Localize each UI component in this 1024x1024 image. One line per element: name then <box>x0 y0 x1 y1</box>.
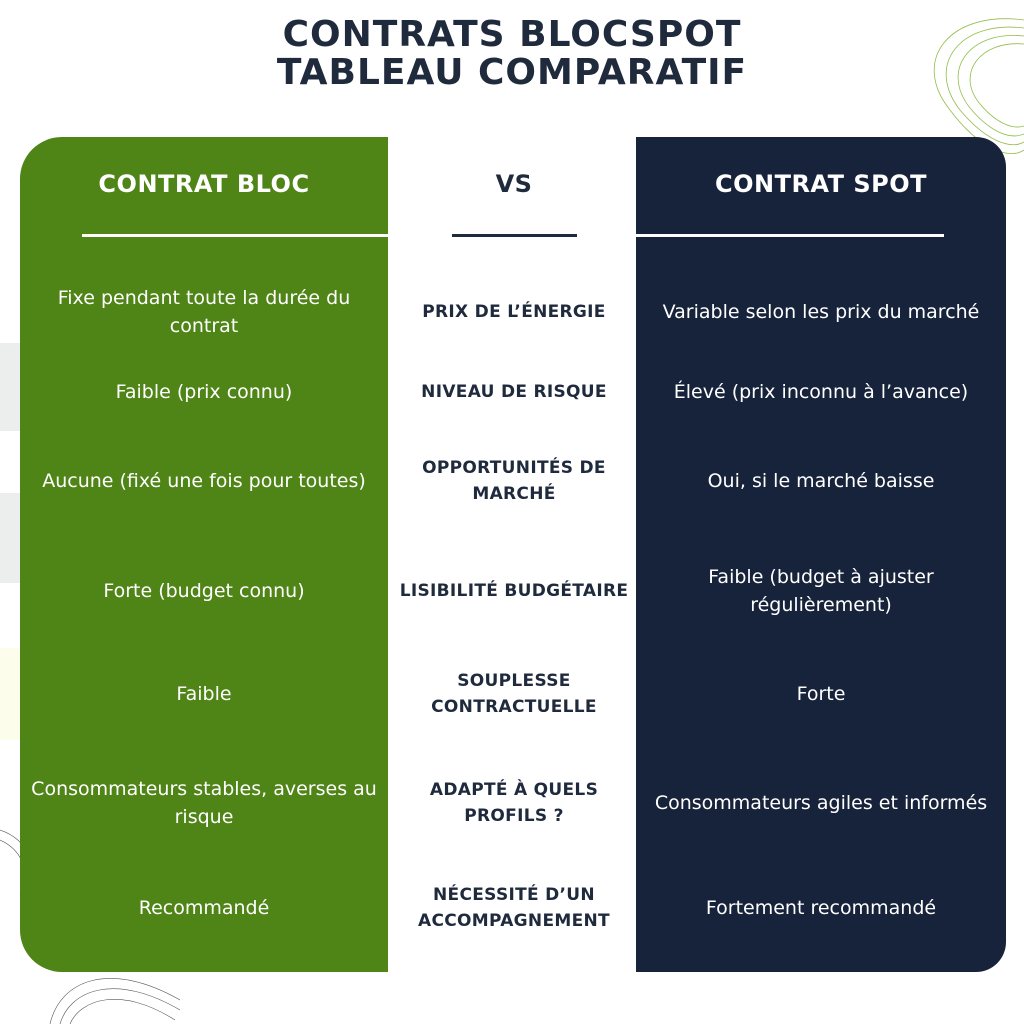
spot-value: Oui, si le marché baisse <box>707 470 935 492</box>
spot-value: Consommateurs agiles et informés <box>654 792 988 814</box>
criterion-label: ADAPTÉ À QUELS PROFILS ? <box>429 780 599 826</box>
bloc-value: Faible <box>176 683 232 705</box>
criterion-label: NÉCESSITÉ D’UN ACCOMPAGNEMENT <box>418 885 610 931</box>
bloc-value: Aucune (fixé une fois pour toutes) <box>42 470 366 492</box>
spot-value: Faible (budget à ajuster régulièrement) <box>708 566 934 616</box>
divider <box>452 234 577 237</box>
bloc-value: Consommateurs stables, averses au risque <box>31 778 377 828</box>
title-line-2: TABLEAU COMPARATIF <box>276 52 748 93</box>
divider <box>636 234 944 237</box>
title-line-1: CONTRATS BLOCSPOT <box>282 14 742 55</box>
bloc-value: Fixe pendant toute la durée du contrat <box>57 287 351 337</box>
page-title: CONTRATS BLOCSPOT TABLEAU COMPARATIF <box>0 16 1024 92</box>
divider <box>82 234 388 237</box>
criterion-label: PRIX DE L’ÉNERGIE <box>422 302 606 322</box>
bloc-column-panel <box>20 137 388 972</box>
criterion-label: SOUPLESSE CONTRACTUELLE <box>431 671 597 717</box>
criterion-label: LISIBILITÉ BUDGÉTAIRE <box>399 581 629 601</box>
spot-value: Élevé (prix inconnu à l’avance) <box>673 381 969 403</box>
bloc-value: Forte (budget connu) <box>103 580 305 602</box>
spot-column-panel <box>636 137 1006 972</box>
criterion-label: NIVEAU DE RISQUE <box>421 382 607 402</box>
criterion-label: OPPORTUNITÉS DE MARCHÉ <box>422 458 606 504</box>
bloc-value: Recommandé <box>138 897 270 919</box>
spot-value: Variable selon les prix du marché <box>662 301 980 323</box>
spot-value: Fortement recommandé <box>705 897 937 919</box>
spot-value: Forte <box>796 683 846 705</box>
header-vs: VS <box>495 170 533 198</box>
header-contrat-bloc: CONTRAT BLOC <box>98 170 310 198</box>
header-contrat-spot: CONTRAT SPOT <box>714 170 928 198</box>
bloc-value: Faible (prix connu) <box>115 381 293 403</box>
